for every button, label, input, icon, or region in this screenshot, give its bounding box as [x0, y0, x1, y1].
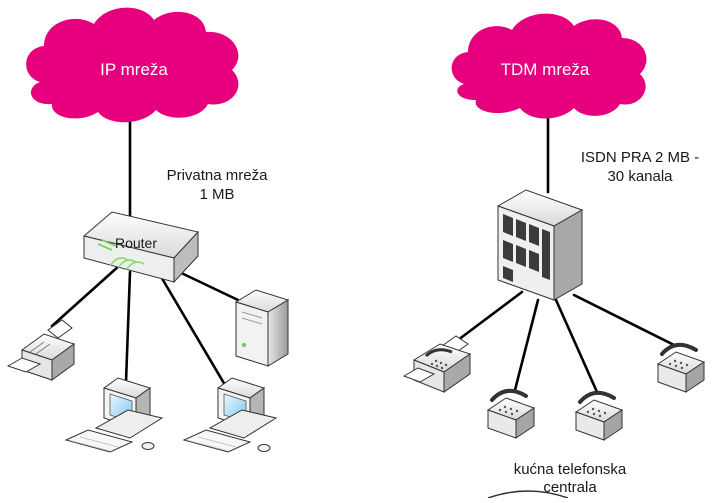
telephone-1 [486, 388, 536, 439]
telephone-2 [574, 390, 624, 441]
link-router-pc1 [124, 270, 132, 384]
pbx-label-line1: kućna telefonska [513, 461, 627, 478]
isdn-label-line1: ISDN PRA 2 MB - [580, 149, 700, 166]
private-network-label-line1: Privatna mreža [166, 167, 268, 184]
link-router-server [173, 268, 240, 302]
tdm-cloud-label: TDM mreža [500, 60, 590, 79]
pbx-device [496, 189, 584, 301]
ip-cloud [26, 7, 239, 123]
ip-cloud-label: IP mreža [100, 60, 168, 79]
router-label: Router [114, 235, 158, 251]
router-device [82, 211, 199, 284]
link-router-printer [50, 263, 122, 328]
pbx-front-modules [503, 214, 550, 282]
link-pbx-phone1 [513, 298, 540, 392]
private-network-label-line2: 1 MB [199, 186, 235, 203]
fax-device [402, 335, 472, 393]
pc-workstation-1 [64, 377, 164, 453]
connection-lines [50, 104, 678, 394]
tdm-cloud [451, 13, 647, 119]
pc-workstation-2 [182, 377, 278, 453]
link-pbx-phone2 [554, 298, 599, 394]
isdn-label-line2: 30 kanala [607, 168, 673, 185]
telephone-3 [656, 342, 706, 393]
cropped-arc [487, 490, 569, 499]
link-pbx-phone3 [572, 293, 678, 348]
pbx-label-line2: centrala [543, 479, 597, 496]
link-router-pc2 [158, 273, 227, 387]
link-pbx-fax [456, 290, 524, 342]
server-device [234, 289, 290, 367]
router-signal-arcs [109, 257, 145, 271]
printer-device [6, 319, 76, 381]
